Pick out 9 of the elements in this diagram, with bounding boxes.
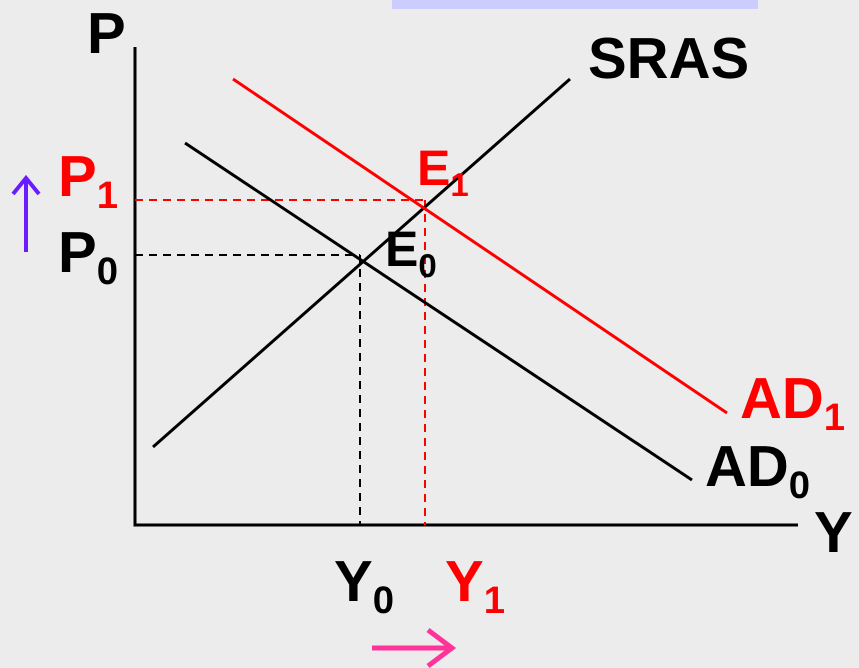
axis-label: AD$_{1}$ (740, 370, 846, 428)
axis-label: P (87, 5, 126, 63)
axis-label: Y$_{0}$ (334, 553, 394, 611)
axis-label: P$_{0}$ (58, 224, 118, 282)
axis-label: Y$_{1}$ (445, 553, 505, 611)
axis-label: P$_{1}$ (58, 148, 118, 206)
axis-label: Y (814, 504, 853, 562)
axis-label: SRAS (588, 30, 750, 88)
axis-label: AD$_{0}$ (705, 438, 810, 496)
